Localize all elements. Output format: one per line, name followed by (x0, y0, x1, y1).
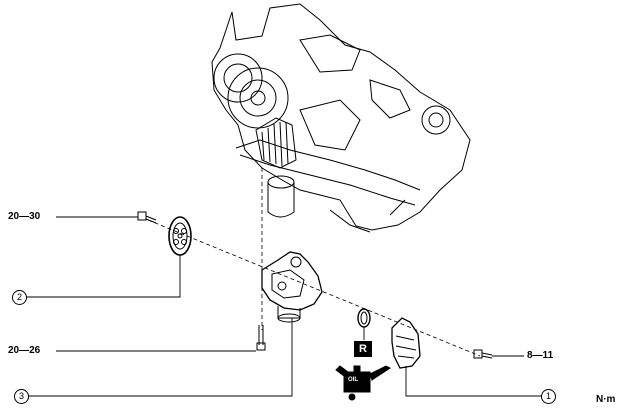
bolt-icon (473, 349, 493, 359)
oil-strainer-icon (391, 317, 421, 369)
oil-can-icon (335, 365, 391, 401)
callout-3: 3 (14, 389, 29, 404)
oil-symbol-text: OIL (348, 377, 358, 383)
replace-symbol: R (354, 341, 372, 357)
o-ring-icon (357, 308, 371, 328)
bolt-icon (137, 211, 157, 224)
leader-lines (26, 216, 542, 397)
callout-2: 2 (12, 290, 27, 305)
assembly-lines (147, 168, 481, 357)
bolt-icon (256, 325, 266, 351)
torque-label-top-left: 20—30 (8, 211, 41, 222)
oil-pump-icon (261, 251, 323, 323)
torque-label-mid-left: 20—26 (8, 345, 41, 356)
engine-block-icon (211, 3, 471, 233)
torque-label-right: 8—11 (527, 350, 554, 361)
unit-label: N·m (596, 394, 616, 405)
callout-1: 1 (541, 389, 556, 404)
